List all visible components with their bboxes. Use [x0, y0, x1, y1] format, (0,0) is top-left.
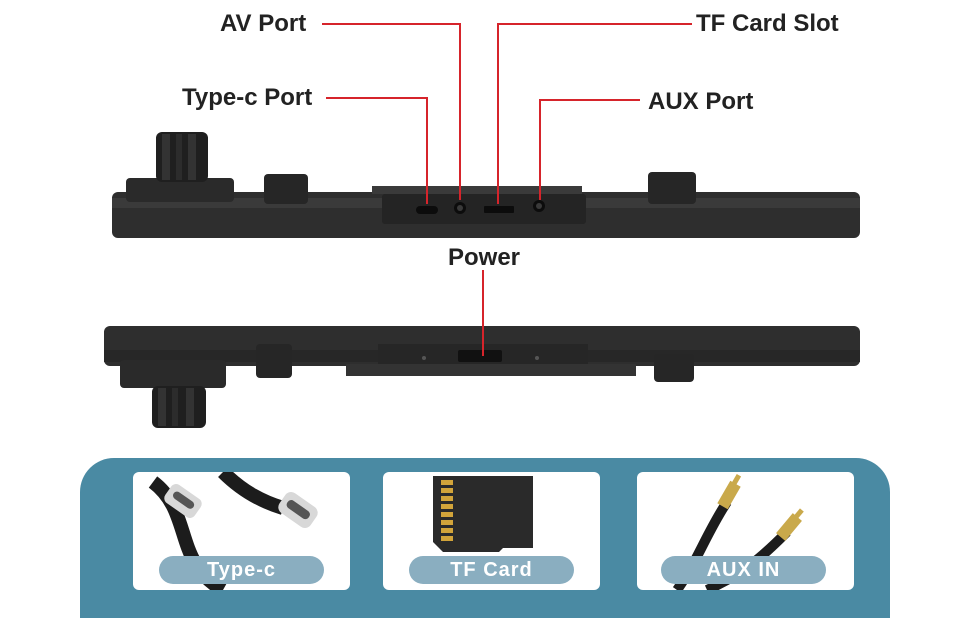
- label-tf-card-slot: TF Card Slot: [696, 10, 839, 37]
- product-diagram: AV Port TF Card Slot Type-c Port AUX Por…: [80, 10, 890, 618]
- callout-lines: [322, 23, 692, 356]
- label-power: Power: [448, 244, 521, 271]
- label-type-c-port: Type-c Port: [182, 84, 313, 111]
- line-tf-slot: [497, 23, 692, 204]
- label-av-port: AV Port: [220, 10, 307, 37]
- line-type-c: [326, 97, 428, 204]
- accessory-card-tf-card: TF Card: [383, 472, 600, 590]
- accessory-label: TF Card: [409, 556, 574, 584]
- line-aux: [539, 99, 640, 200]
- tf-card-icon: [433, 476, 533, 552]
- accessory-label: Type-c: [159, 556, 324, 584]
- line-av-port: [322, 23, 461, 200]
- accessory-card-aux-in: AUX IN: [637, 472, 854, 590]
- device-top-view: [112, 132, 860, 238]
- accessory-label: AUX IN: [661, 556, 826, 584]
- device-illustration: [104, 23, 860, 428]
- label-aux-port: AUX Port: [648, 88, 754, 115]
- accessory-card-type-c: Type-c: [133, 472, 350, 590]
